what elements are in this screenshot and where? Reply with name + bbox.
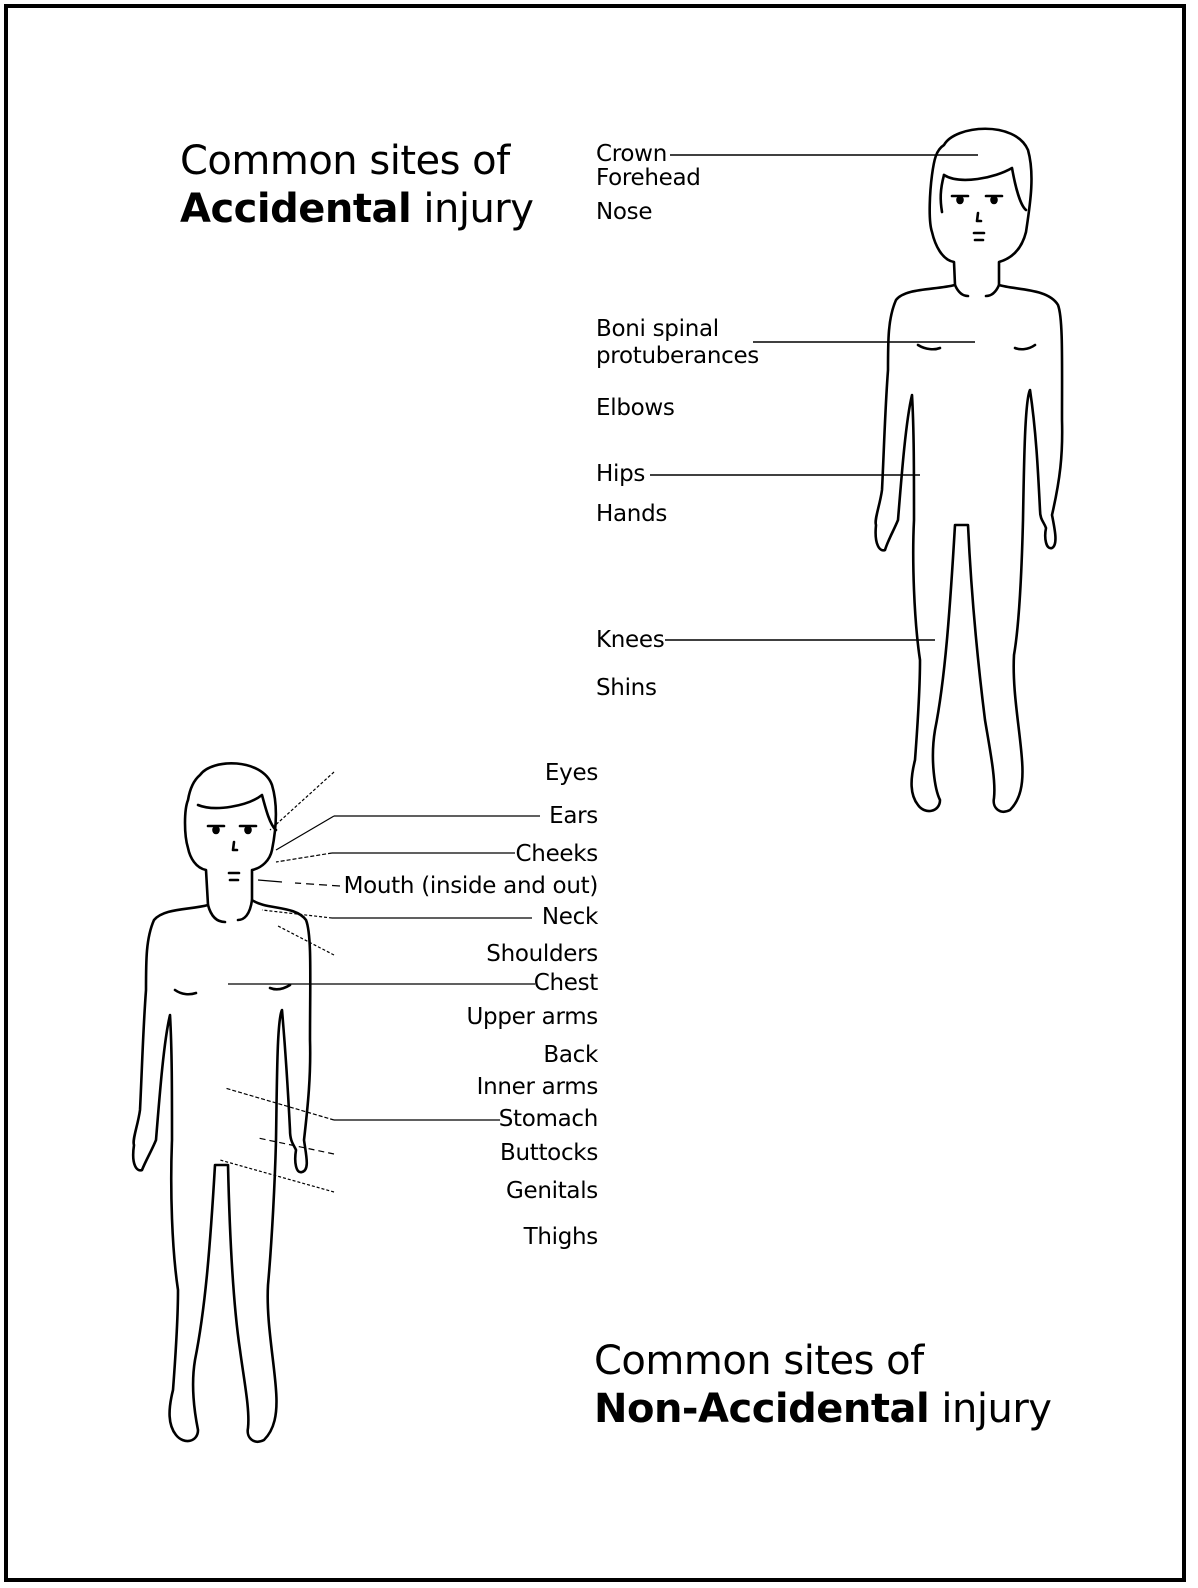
non-accidental-title: Common sites of Non-Accidental injury: [594, 1337, 1051, 1433]
accidental-title-line2: Accidental injury: [180, 185, 533, 233]
label-genitals: Genitals: [506, 1178, 598, 1204]
label-thighs: Thighs: [524, 1224, 598, 1250]
label-protuberances: protuberances: [596, 343, 759, 369]
child-figure-non-accidental: [133, 763, 310, 1441]
label-back: Back: [543, 1042, 598, 1068]
non-accidental-title-emph: Non-Accidental: [594, 1386, 929, 1432]
accidental-title-rest: injury: [423, 186, 533, 232]
non-accidental-title-rest: injury: [941, 1386, 1051, 1432]
label-buttocks: Buttocks: [500, 1140, 598, 1166]
accidental-title-line1: Common sites of: [180, 137, 533, 185]
label-shoulders: Shoulders: [486, 941, 598, 967]
label-forehead: Forehead: [596, 165, 701, 191]
accidental-title-emph: Accidental: [180, 186, 411, 232]
label-neck: Neck: [542, 904, 598, 930]
label-nose: Nose: [596, 199, 652, 225]
label-inner-arms: Inner arms: [477, 1074, 598, 1100]
label-chest: Chest: [534, 970, 598, 996]
label-upper-arms: Upper arms: [467, 1004, 599, 1030]
accidental-title: Common sites of Accidental injury: [180, 137, 533, 233]
label-cheeks: Cheeks: [516, 841, 598, 867]
label-crown: Crown: [596, 141, 667, 167]
label-hips: Hips: [596, 461, 645, 487]
non-accidental-title-line1: Common sites of: [594, 1337, 1051, 1385]
label-ears: Ears: [549, 803, 598, 829]
label-boni-spinal: Boni spinal: [596, 316, 719, 342]
label-knees: Knees: [596, 627, 664, 653]
label-hands: Hands: [596, 501, 667, 527]
non-accidental-title-line2: Non-Accidental injury: [594, 1385, 1051, 1433]
leader-lines-accidental: [650, 155, 978, 640]
label-stomach: Stomach: [499, 1106, 598, 1132]
leader-lines-non-accidental: [220, 772, 540, 1192]
label-mouth: Mouth (inside and out): [344, 873, 598, 899]
child-figure-accidental: [876, 129, 1063, 812]
label-eyes: Eyes: [545, 760, 598, 786]
label-shins: Shins: [596, 675, 657, 701]
label-elbows: Elbows: [596, 395, 675, 421]
